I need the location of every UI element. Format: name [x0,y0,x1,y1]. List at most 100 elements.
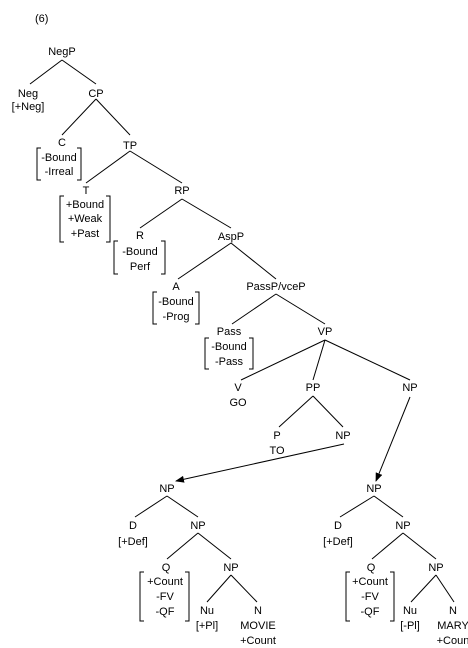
node-rp: RP [174,185,189,197]
node-left-n-feature: +Count [240,635,276,647]
node-pass-feature-1: -Bound [211,341,246,353]
edge-right-np-d [339,495,375,518]
edge-negp-cp [61,59,97,85]
edge-tp-t [85,150,131,184]
tree-edges [29,59,455,603]
edge-tp-rp [129,150,183,184]
edge-right-np-np2 [373,495,404,518]
node-right-q: Q [367,562,376,574]
node-a-feature-1: -Bound [158,296,193,308]
bracket-left-q-left [139,571,144,622]
bracket-r-left [113,240,118,275]
bracket-pass-right [249,337,254,370]
node-vp-np: NP [402,382,417,394]
node-pp: PP [306,382,321,394]
edge-right-np2-np3 [402,532,437,560]
node-right-np: NP [366,483,381,495]
node-right-d: D [334,520,342,532]
node-left-n: N [254,605,262,617]
node-left-q-feature-1: +Count [147,576,183,588]
edge-right-np2-q [371,532,404,560]
edge-pp-np [312,395,344,428]
node-left-nu: Nu [200,605,214,617]
edge-left-np2-q [166,532,199,560]
bracket-c-left [36,147,41,181]
node-right-n-word: MARY [437,620,468,632]
edge-right-np3-nu [410,574,437,603]
edge-vp-v [240,339,326,381]
edge-passp-pass [231,293,277,325]
tree-node-labels: NegP Neg [+Neg] CP C -Bound -Irreal TP T… [12,46,468,647]
bracket-r-right [161,240,166,275]
bracket-c-right [77,147,82,181]
edge-left-np3-nu [206,574,232,603]
node-pass-feature-2: -Pass [215,356,244,368]
node-p: P [273,430,280,442]
node-r-feature-2: Perf [130,261,151,273]
node-cp: CP [88,88,103,100]
node-right-q-feature-1: +Count [352,576,388,588]
arrow-vp-np-to-right-np [375,396,411,482]
node-left-np3: NP [223,562,238,574]
node-neg-feature: [+Neg] [12,101,45,113]
node-c: C [58,137,66,149]
node-neg: Neg [18,88,38,100]
node-left-q: Q [162,562,171,574]
node-c-feature-1: -Bound [41,152,76,164]
node-r: R [136,230,144,242]
bracket-a-right [195,291,200,325]
node-negp: NegP [48,46,76,58]
edge-aspp-a [177,242,232,280]
bracket-pass-left [204,337,209,370]
node-right-n-feature: +Coun [437,635,468,647]
example-number: (6) [35,13,48,25]
bracket-left-q-right [185,571,190,622]
bracket-right-q-right [390,571,395,622]
node-aspp: AspP [218,231,244,243]
edge-vp-pp [312,339,326,381]
node-left-np2: NP [190,520,205,532]
feature-brackets [36,147,395,622]
bracket-a-left [152,291,157,325]
node-left-nu-feature: [+Pl] [196,620,218,632]
edge-pp-p [278,395,314,428]
bracket-right-q-left [345,571,350,622]
node-t: T [83,185,90,197]
node-left-n-word: MOVIE [240,620,275,632]
edge-left-np-d [134,495,168,518]
node-t-feature-3: +Past [71,228,99,240]
edge-passp-vp [275,293,326,325]
node-left-d-feature: [+Def] [118,536,148,548]
edge-left-np-np2 [166,495,199,518]
edge-right-np3-n [435,574,455,603]
edge-cp-tp [95,98,131,136]
node-a-feature-2: -Prog [163,311,190,323]
node-t-feature-2: +Weak [68,213,103,225]
node-a: A [172,281,180,293]
node-left-q-feature-3: -QF [156,606,175,618]
bracket-t-left [59,195,64,243]
edge-cp-c [61,98,97,136]
arrow-pp-np-to-left-np [175,443,345,483]
node-right-n: N [449,605,457,617]
node-right-np2: NP [395,520,410,532]
node-r-feature-1: -Bound [122,246,157,258]
edge-left-np2-np3 [197,532,232,560]
node-left-q-feature-2: -FV [156,591,174,603]
node-left-np: NP [159,483,174,495]
node-t-feature-1: +Bound [66,199,104,211]
node-passp: PassP/vceP [246,281,305,293]
node-pp-np: NP [335,430,350,442]
edge-vp-np [324,339,411,381]
node-right-q-feature-3: -QF [361,606,380,618]
node-right-nu: Nu [403,605,417,617]
node-tp: TP [123,140,137,152]
node-c-feature-2: -Irreal [45,166,74,178]
node-left-d: D [129,520,137,532]
node-pass: Pass [217,326,242,338]
edge-left-np3-n [230,574,258,603]
edge-negp-neg [29,59,63,85]
edge-aspp-passp [230,242,277,280]
node-right-np3: NP [428,562,443,574]
